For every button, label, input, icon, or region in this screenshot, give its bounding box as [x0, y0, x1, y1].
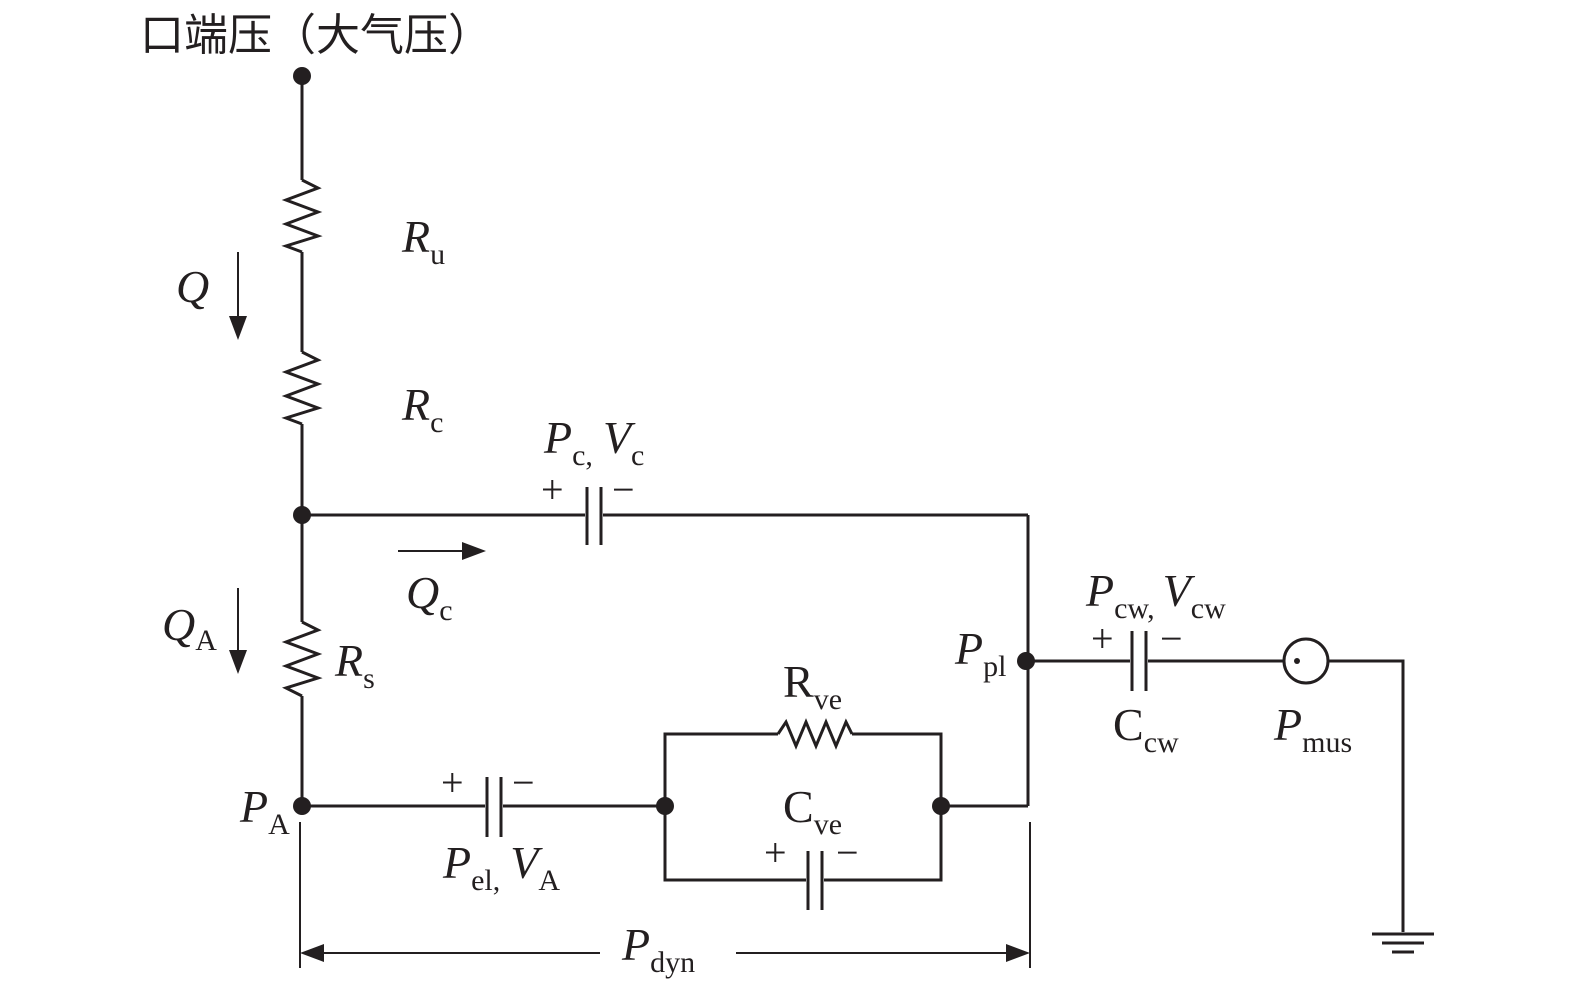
flow-arrows	[229, 252, 486, 674]
label-qa: QA	[162, 599, 217, 657]
label-pa: PA	[239, 781, 290, 841]
sign-minus-ve: −	[836, 830, 859, 875]
label-ru: Ru	[401, 211, 445, 271]
resistor-ru	[281, 178, 323, 254]
pdyn-dimension	[299, 822, 1031, 968]
label-q: Q	[176, 261, 209, 312]
label-pc-vc: Pc,Vc	[543, 412, 644, 472]
wire-pmus-ground	[1328, 659, 1405, 932]
title-mouth-pressure: 口端压（大气压）	[140, 10, 492, 61]
label-rc: Rc	[401, 379, 443, 439]
wire-ve-top-left	[663, 732, 778, 806]
wire-ve-bottom-right	[824, 806, 943, 882]
label-cve: Cve	[783, 781, 842, 841]
label-pmus: Pmus	[1273, 699, 1352, 759]
wire-ve-bottom-left	[663, 806, 806, 882]
sign-minus-el: −	[512, 760, 535, 805]
label-pcw-vcw: Pcw,Vcw	[1085, 565, 1226, 625]
label-rs: Rs	[334, 635, 375, 695]
sign-minus-c: −	[612, 467, 635, 512]
sign-plus-ve: +	[764, 830, 787, 875]
node-mouth	[293, 67, 311, 85]
label-pel-va: Pel,VA	[442, 837, 560, 897]
pressure-source-pmus	[1282, 637, 1330, 685]
sign-plus-cw: +	[1091, 616, 1114, 661]
sign-plus-c: +	[541, 467, 564, 512]
alveolar-branch	[302, 718, 1028, 910]
arrow-qa-head	[229, 650, 247, 674]
sign-minus-cw: −	[1160, 616, 1183, 661]
wire-ve-top-right	[852, 732, 943, 806]
arrow-q-head	[229, 316, 247, 340]
label-rve: Rve	[783, 656, 842, 716]
resistor-rve	[776, 718, 854, 750]
label-ppl: Ppl	[954, 623, 1006, 683]
resistor-rs	[281, 620, 323, 698]
label-pdyn: Pdyn	[621, 919, 695, 979]
pressure-source-dot	[1294, 658, 1300, 664]
polarity-signs: + − + − + − + −	[441, 467, 1183, 875]
resistor-rc	[281, 350, 323, 426]
label-qc: Qc	[406, 567, 453, 627]
sign-plus-el: +	[441, 760, 464, 805]
pdyn-arrow-right	[1006, 944, 1030, 962]
arrow-qc-head	[462, 542, 486, 560]
label-ccw: Ccw	[1113, 699, 1179, 759]
main-vertical-branch	[281, 76, 323, 806]
chest-wall-branch	[1026, 631, 1434, 954]
pdyn-arrow-left	[300, 944, 324, 962]
